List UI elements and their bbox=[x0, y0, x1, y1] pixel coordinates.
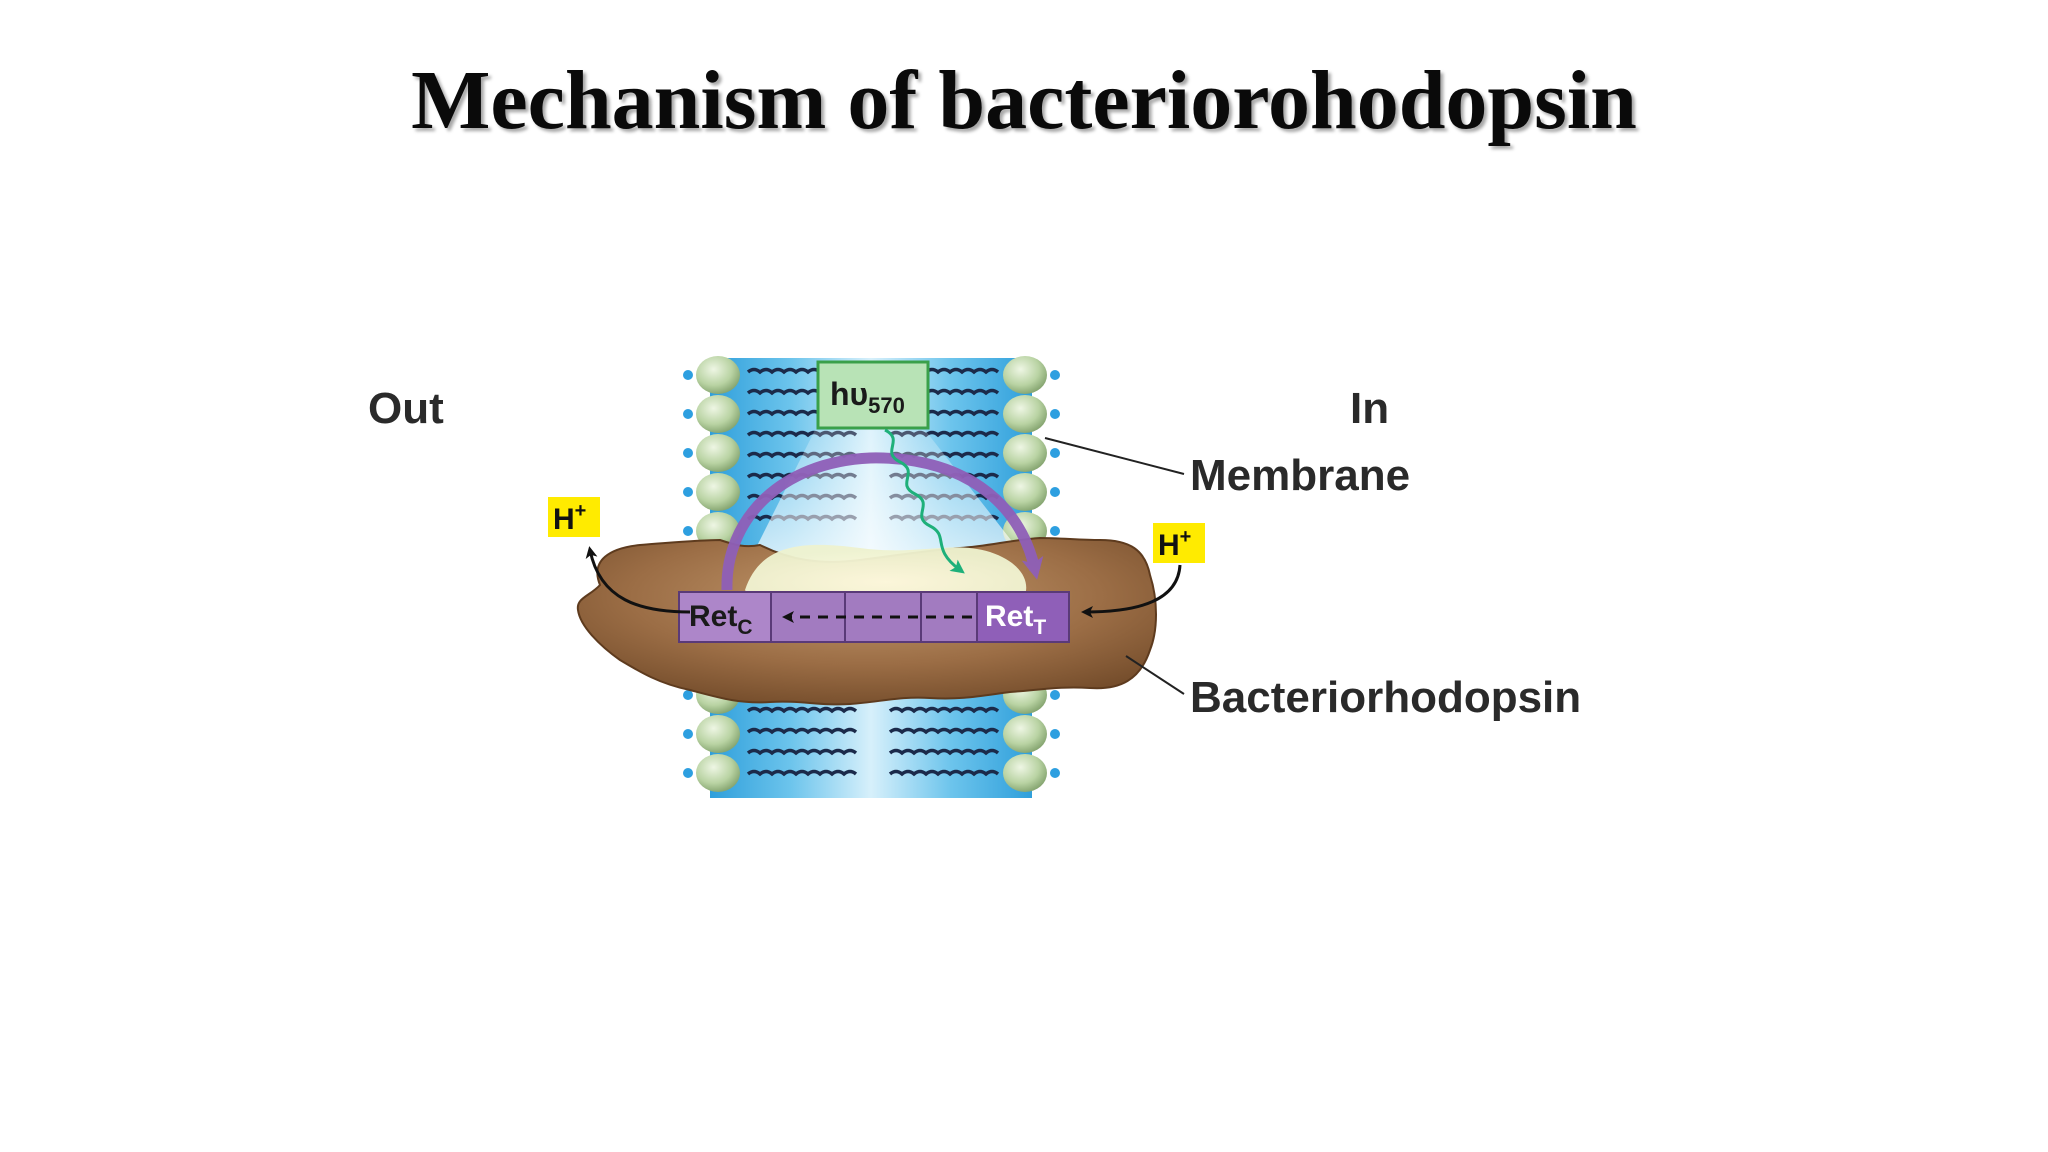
lipid-head bbox=[696, 473, 740, 511]
lipid-phosphate-dot bbox=[1048, 368, 1062, 382]
lipid-phosphate-dot bbox=[681, 446, 695, 460]
lipid-phosphate-dot bbox=[1048, 485, 1062, 499]
proton-badge-right: H+ bbox=[1153, 523, 1205, 563]
lipid-phosphate-dot bbox=[681, 524, 695, 538]
lipid-phosphate-dot bbox=[1048, 688, 1062, 702]
membrane-callout-label: Membrane bbox=[1190, 451, 1410, 500]
lipid-tail bbox=[746, 706, 858, 714]
proton-out-arrow bbox=[585, 546, 691, 614]
lipid-phosphate-dot bbox=[1048, 727, 1062, 741]
lipid-head bbox=[696, 754, 740, 792]
lipid-head bbox=[1003, 473, 1047, 511]
lipid-head bbox=[1003, 395, 1047, 433]
lipid-phosphate-dot bbox=[1048, 766, 1062, 780]
photon-label: hυ570 bbox=[830, 376, 905, 418]
svg-text:H+: H+ bbox=[553, 500, 586, 536]
lipid-tail bbox=[746, 769, 858, 777]
lipid-phosphate-dot bbox=[681, 485, 695, 499]
slide-title: Mechanism of bacteriorohodopsin bbox=[411, 54, 1637, 147]
retinal-trans-box bbox=[976, 591, 1070, 643]
lipid-phosphate-dot bbox=[681, 766, 695, 780]
protein-callout-line bbox=[1125, 655, 1185, 695]
side-label-out: Out bbox=[368, 384, 444, 433]
lipid-phosphate-dot bbox=[681, 727, 695, 741]
lipid-head bbox=[696, 395, 740, 433]
retinal-chain: RetC RetT bbox=[678, 591, 1070, 643]
lipid-tail bbox=[888, 706, 1000, 714]
lipid-head bbox=[696, 356, 740, 394]
photon-wave-arrow bbox=[884, 428, 965, 574]
lipid-phosphate-dot bbox=[1048, 407, 1062, 421]
side-label-in: In bbox=[1350, 384, 1389, 433]
retinal-cis-box bbox=[678, 591, 772, 643]
lipid-tail bbox=[888, 769, 1000, 777]
proton-badge-left: H+ bbox=[548, 497, 600, 537]
lipid-tail bbox=[888, 727, 1000, 735]
retinal-trans-label: RetT bbox=[985, 600, 1046, 639]
membrane-callout-line bbox=[1044, 437, 1185, 475]
lipid-phosphate-dot bbox=[681, 368, 695, 382]
lipid-tail bbox=[746, 748, 858, 756]
lipid-tail bbox=[888, 748, 1000, 756]
retinal-cis-label: RetC bbox=[689, 600, 753, 639]
photon-box bbox=[816, 360, 930, 430]
proton-in-arrow bbox=[1081, 564, 1182, 618]
lipid-head bbox=[1003, 434, 1047, 472]
lipid-head bbox=[696, 434, 740, 472]
lipid-phosphate-dot bbox=[681, 407, 695, 421]
lipid-phosphate-dot bbox=[1048, 446, 1062, 460]
lipid-head bbox=[1003, 356, 1047, 394]
isomerization-arc-arrow bbox=[721, 452, 1044, 591]
lipid-phosphate-dot bbox=[1048, 524, 1062, 538]
lipid-head bbox=[1003, 715, 1047, 753]
protein-callout-label: Bacteriorhodopsin bbox=[1190, 673, 1581, 722]
lipid-tail bbox=[746, 727, 858, 735]
lipid-head bbox=[696, 715, 740, 753]
svg-text:H+: H+ bbox=[1158, 526, 1191, 562]
photon: hυ570 bbox=[816, 360, 965, 574]
lipid-head bbox=[1003, 754, 1047, 792]
